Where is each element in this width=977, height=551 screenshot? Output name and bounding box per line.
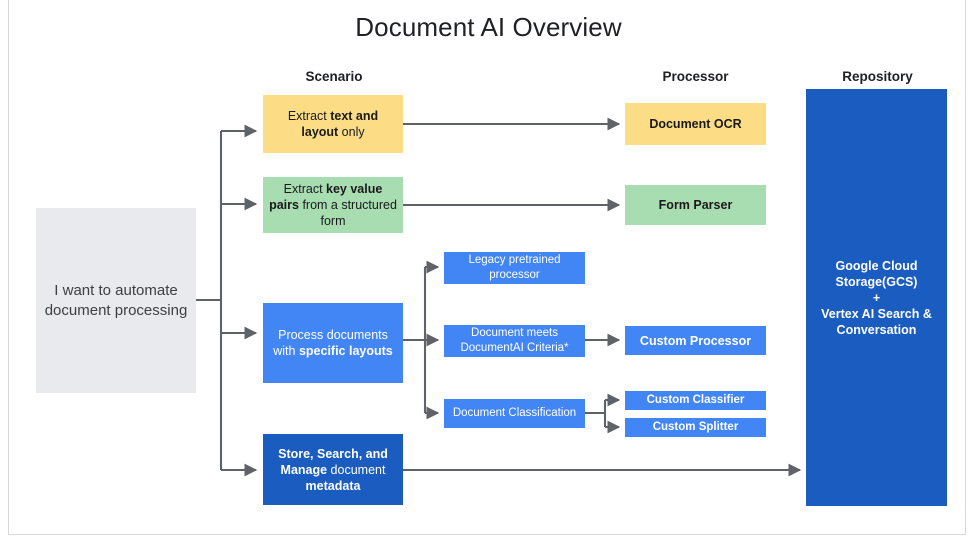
scenario-label: Store, Search, and Manage document metad…: [278, 446, 388, 493]
processor-node-form-parser[interactable]: Form Parser: [625, 185, 766, 225]
processor-node-label: Custom Splitter: [652, 421, 739, 434]
middle-node-label: Document meets DocumentAI Criteria*: [460, 327, 569, 354]
repository-line-2: Storage(GCS): [835, 274, 918, 289]
column-header-processor: Processor: [662, 69, 729, 84]
middle-node-legacy-pretrained-processor[interactable]: Legacy pretrained processor: [444, 252, 585, 284]
scenario-node-specific-layouts[interactable]: Process documents with specific layouts: [263, 303, 403, 383]
processor-node-label: Custom Processor: [639, 333, 752, 348]
repository-line-4: Conversation: [836, 322, 917, 337]
repository-line-3: Vertex AI Search &: [821, 306, 932, 321]
processor-node-label: Custom Classifier: [646, 394, 745, 407]
processor-node-custom-classifier[interactable]: Custom Classifier: [625, 391, 766, 410]
repository-plus: +: [872, 290, 881, 305]
entry-node[interactable]: I want to automate document processing: [36, 208, 196, 393]
scenario-label: Process documents with specific layouts: [273, 328, 393, 358]
column-header-repository: Repository: [842, 69, 913, 84]
scenario-node-key-value-pairs[interactable]: Extract key value pairs from a structure…: [263, 177, 403, 233]
column-header-scenario: Scenario: [305, 69, 363, 84]
scenario-label: Extract key value pairs from a structure…: [269, 182, 397, 228]
repository-node[interactable]: Google Cloud Storage(GCS) + Vertex AI Se…: [806, 89, 947, 506]
scenario-node-store-search-manage[interactable]: Store, Search, and Manage document metad…: [263, 434, 403, 505]
processor-node-document-ocr[interactable]: Document OCR: [625, 103, 766, 145]
repository-node-label: Google Cloud Storage(GCS) + Vertex AI Se…: [815, 258, 938, 338]
processor-node-custom-splitter[interactable]: Custom Splitter: [625, 418, 766, 437]
entry-node-label: I want to automate document processing: [44, 282, 188, 319]
processor-node-custom-processor[interactable]: Custom Processor: [625, 326, 766, 355]
middle-node-document-meets-criteria[interactable]: Document meets DocumentAI Criteria*: [444, 325, 585, 357]
processor-node-label: Form Parser: [658, 198, 733, 212]
scenario-node-text-and-layout[interactable]: Extract text and layout only: [263, 95, 403, 153]
middle-node-label: Document Classification: [452, 407, 577, 420]
page-title: Document AI Overview: [355, 12, 622, 42]
processor-node-label: Document OCR: [649, 117, 742, 131]
repository-line-1: Google Cloud: [835, 258, 918, 273]
middle-node-document-classification[interactable]: Document Classification: [444, 399, 585, 428]
middle-node-label: Legacy pretrained processor: [468, 254, 561, 281]
scenario-label: Extract text and layout only: [287, 109, 379, 139]
